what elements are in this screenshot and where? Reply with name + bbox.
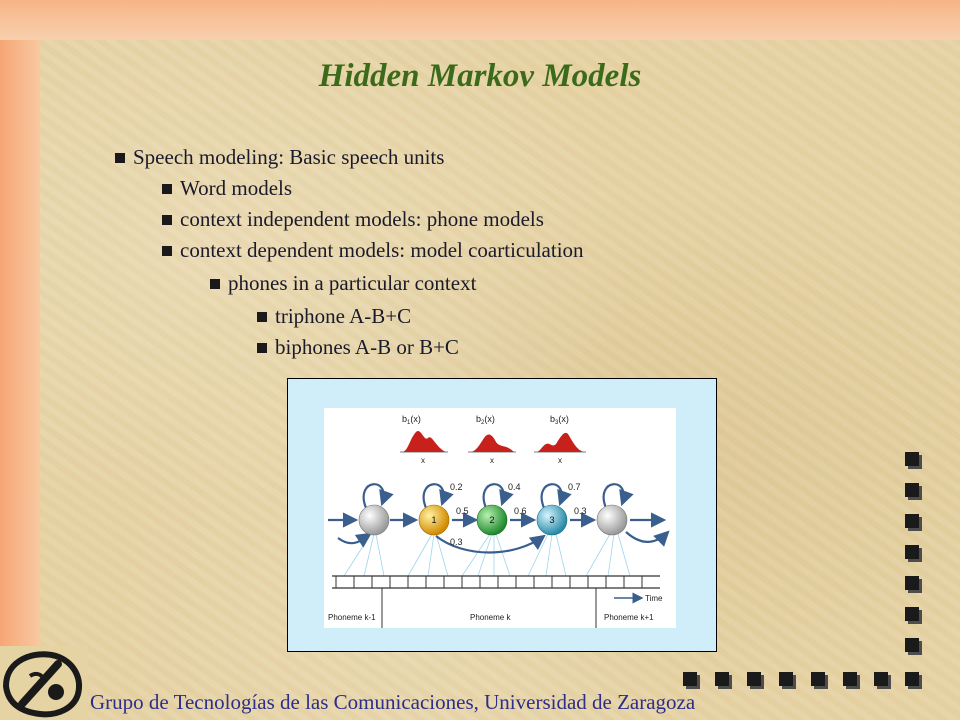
square-decoration [683, 672, 697, 686]
square-decoration [905, 452, 919, 466]
square-bullet-icon [210, 279, 220, 289]
null-state-end [596, 504, 628, 536]
skip-prob: 0.3 [450, 537, 463, 547]
square-decoration [843, 672, 857, 686]
state-label: 3 [549, 515, 554, 525]
bullet-level2: context dependent models: model coarticu… [162, 237, 584, 263]
state-1 [418, 504, 450, 536]
square-decoration [905, 672, 919, 686]
phoneme-label: Phoneme k+1 [604, 613, 654, 622]
self-loop-prob: 0.2 [450, 482, 463, 492]
state-2 [476, 504, 508, 536]
svg-text:x: x [490, 456, 494, 465]
square-decoration [905, 545, 919, 559]
phoneme-label: Phoneme k-1 [328, 613, 376, 622]
forward-transitions [328, 512, 670, 554]
svg-text:x: x [421, 456, 425, 465]
square-decoration [811, 672, 825, 686]
square-decoration [715, 672, 729, 686]
time-label: Time [645, 594, 663, 603]
square-bullet-icon [162, 246, 172, 256]
university-logo-icon [0, 646, 88, 720]
bullet-level4: triphone A-B+C [257, 303, 411, 329]
null-state-start [358, 504, 390, 536]
svg-text:b2(x): b2(x) [476, 414, 495, 426]
hmm-figure: b1(x) x b2(x) x b3(x) x [287, 378, 717, 652]
square-decoration [905, 576, 919, 590]
left-band [0, 0, 40, 720]
emission-b1: b1(x) x [400, 414, 448, 465]
square-bullet-icon [162, 184, 172, 194]
svg-text:b1(x): b1(x) [402, 414, 421, 426]
square-decoration [905, 607, 919, 621]
square-decoration [905, 514, 919, 528]
square-decoration [747, 672, 761, 686]
state-label: 1 [431, 515, 436, 525]
square-bullet-icon [162, 215, 172, 225]
forward-prob: 0.6 [514, 506, 527, 516]
self-loop-prob: 0.7 [568, 482, 581, 492]
bullet-level2: Word models [162, 175, 292, 201]
bullet-level1: Speech modeling: Basic speech units [115, 144, 444, 170]
top-band [0, 0, 960, 40]
bullet-level4: biphones A-B or B+C [257, 334, 459, 360]
forward-prob: 0.3 [574, 506, 587, 516]
square-bullet-icon [115, 153, 125, 163]
square-bullet-icon [257, 343, 267, 353]
emission-links [343, 531, 631, 577]
square-decoration [905, 638, 919, 652]
emission-b2: b2(x) x [468, 414, 516, 465]
self-loops [362, 483, 634, 509]
hmm-diagram: b1(x) x b2(x) x b3(x) x [324, 408, 676, 628]
square-decoration [905, 483, 919, 497]
forward-prob: 0.5 [456, 506, 469, 516]
square-decoration [874, 672, 888, 686]
state-3 [536, 504, 568, 536]
bullet-level2: context independent models: phone models [162, 206, 544, 232]
footer-text: Grupo de Tecnologías de las Comunicacion… [90, 690, 696, 714]
svg-text:x: x [558, 456, 562, 465]
slide-title: Hidden Markov Models [318, 58, 642, 94]
square-bullet-icon [257, 312, 267, 322]
svg-text:b3(x): b3(x) [550, 414, 569, 426]
emission-b3: b3(x) x [534, 414, 586, 465]
self-loop-prob: 0.4 [508, 482, 521, 492]
phoneme-label: Phoneme k [470, 613, 511, 622]
bullet-level3: phones in a particular context [210, 270, 476, 296]
frame-strip: Time Phoneme k-1 Phoneme k Phoneme k+1 [328, 575, 663, 628]
square-decoration [779, 672, 793, 686]
state-label: 2 [489, 515, 494, 525]
